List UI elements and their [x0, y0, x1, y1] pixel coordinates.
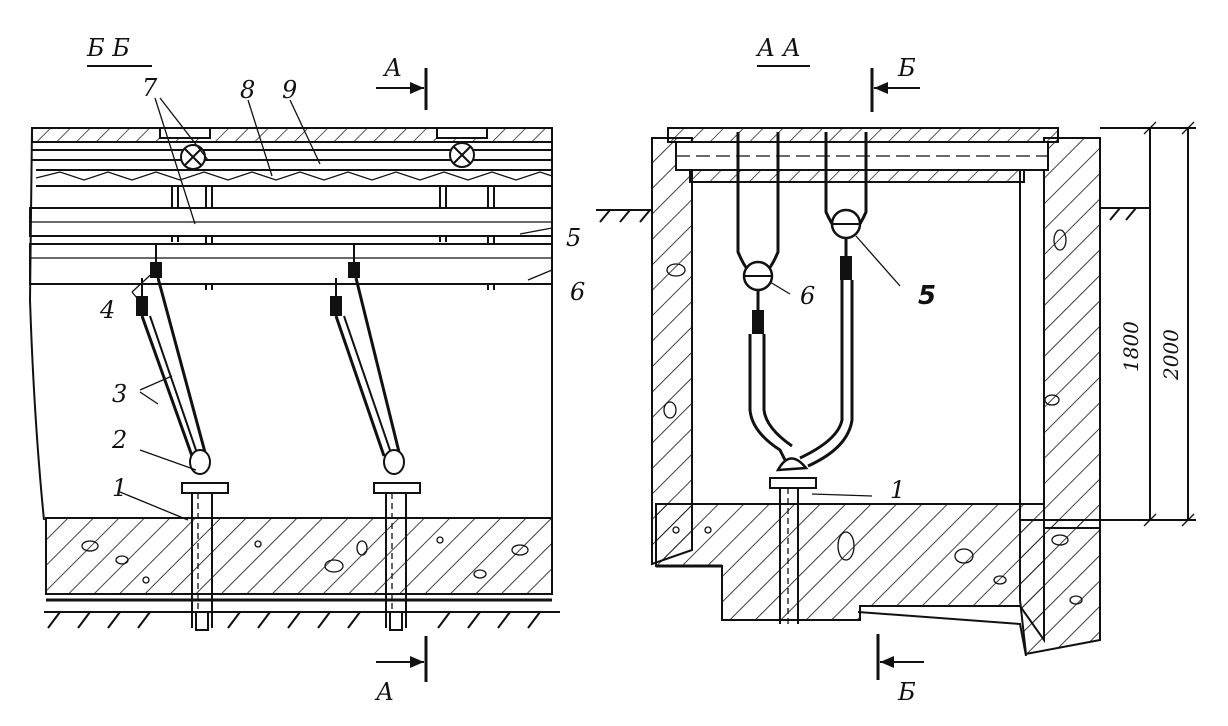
right-chamber: [691, 181, 1021, 505]
right-left-wall: [651, 137, 693, 566]
right-cut-mark-top-label: Б: [897, 54, 916, 82]
dimension-1800: 1800: [1119, 321, 1143, 372]
left-bracket-2: [436, 127, 488, 168]
callout-2: 2: [111, 426, 127, 454]
right-leaders: [769, 235, 901, 497]
left-ground-hatch: [44, 611, 560, 629]
left-concrete-floor: [45, 517, 553, 595]
left-cut-mark-top: А: [376, 54, 428, 110]
right-conductor-left: [748, 334, 788, 463]
right-bushing: [769, 477, 817, 489]
callout-6: 6: [570, 278, 585, 306]
callout-5: 5: [566, 224, 581, 252]
right-cut-mark-bottom: Б: [876, 634, 924, 706]
left-busbar-6: [29, 243, 553, 285]
callout-8: 8: [240, 76, 255, 104]
left-conductor-pair-2: [330, 244, 405, 475]
left-cut-mark-bottom-label: А: [374, 678, 394, 706]
callout-1: 1: [112, 474, 127, 502]
left-aggregate: [81, 536, 529, 584]
right-floor-slab: [655, 503, 1045, 644]
left-crossbeam-texture: [35, 171, 553, 181]
right-ground-right: [1100, 207, 1140, 221]
right-aggregate: [663, 229, 1083, 605]
callout-right-1: 1: [890, 476, 905, 504]
dimension-2000: 2000: [1159, 329, 1183, 381]
right-ground-left: [596, 209, 652, 223]
left-cut-mark-bottom: А: [374, 636, 428, 706]
left-leaders: [119, 97, 553, 521]
callout-3: 3: [112, 380, 127, 408]
left-cut-mark-top-label: А: [382, 54, 402, 82]
right-dimensions: 1800 2000: [1100, 121, 1196, 527]
right-cut-mark-bottom-label: Б: [897, 678, 916, 706]
callout-7: 7: [142, 74, 158, 102]
left-section-view: Б Б А: [28, 34, 585, 706]
right-top-slab: [667, 127, 1059, 143]
right-cut-mark-top: Б: [870, 54, 920, 112]
callout-right-5: 5: [918, 281, 936, 311]
right-section-title: А А: [755, 34, 801, 62]
callout-4: 4: [99, 296, 115, 324]
left-bracket-1: [159, 127, 211, 170]
callout-right-6: 6: [800, 282, 815, 310]
callout-9: 9: [282, 76, 297, 104]
right-section-view: А А Б: [596, 34, 1196, 706]
left-section-title: Б Б: [86, 34, 130, 62]
left-wall-edge: [28, 127, 45, 521]
